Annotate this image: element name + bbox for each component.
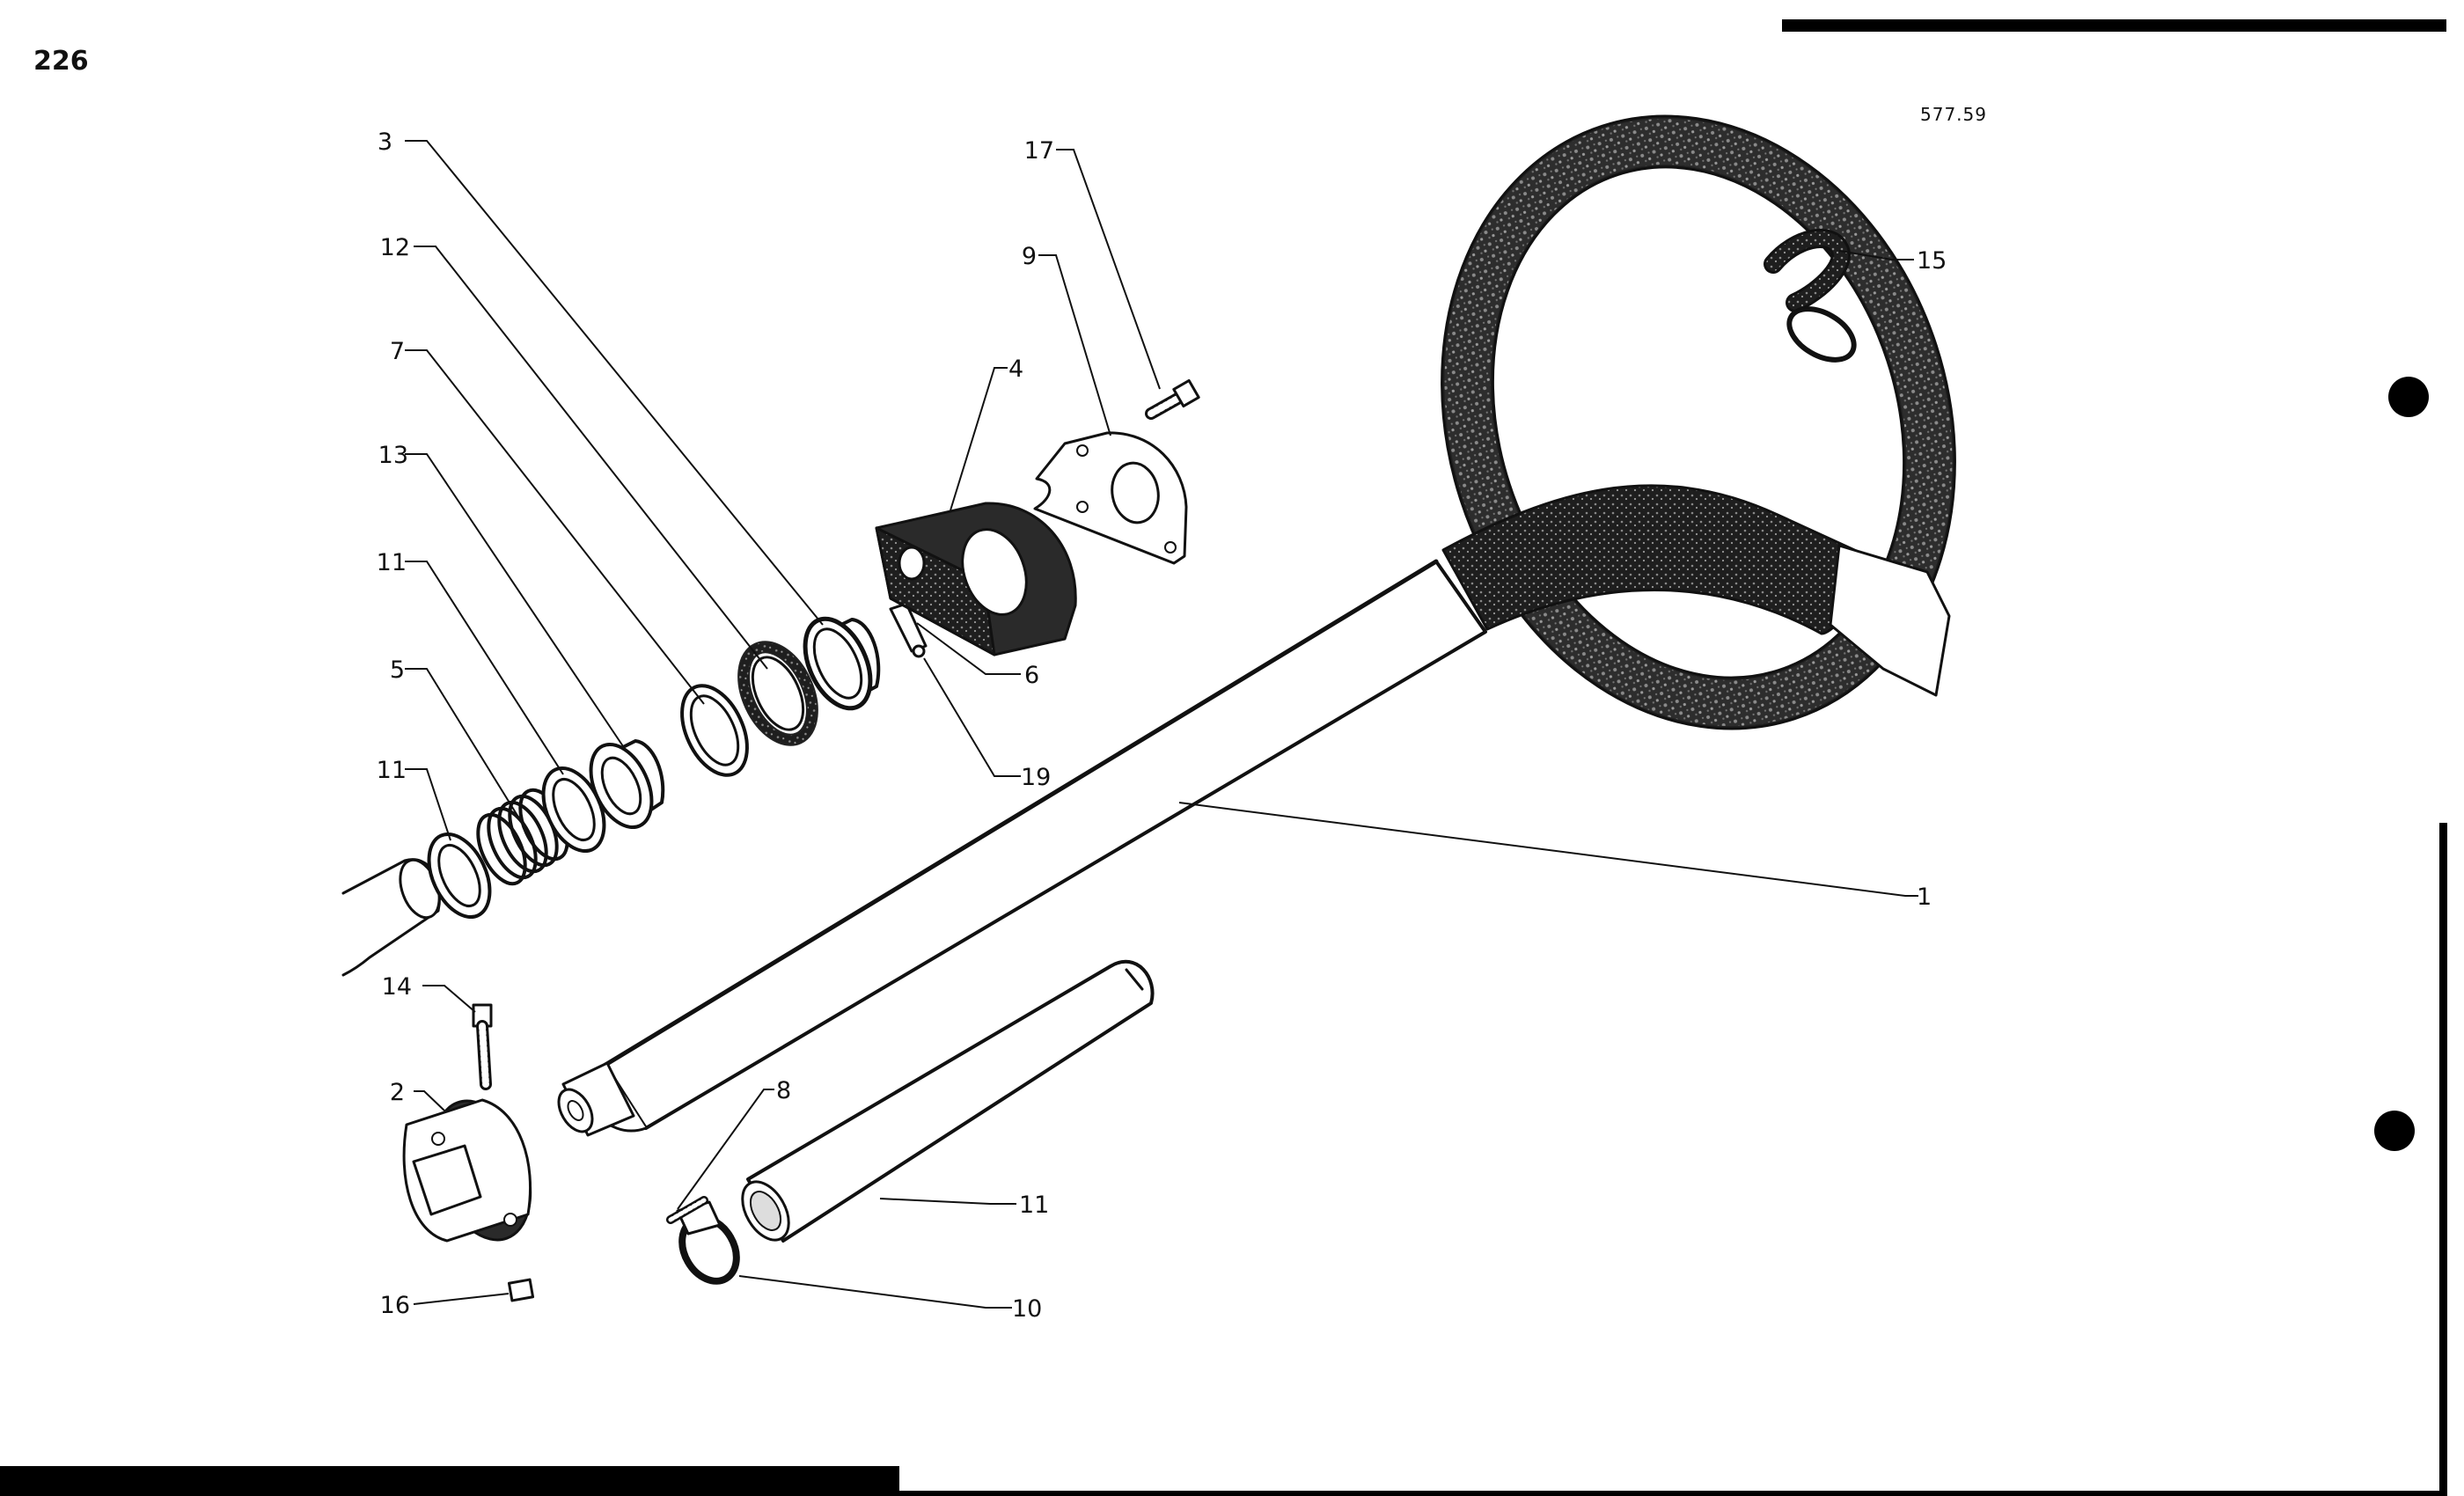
steering-wheel-rim <box>1441 114 1956 730</box>
callout-labels: 3 12 7 13 11 5 11 14 2 16 8 4 9 17 6 19 … <box>377 128 1947 1323</box>
top-edge-bar <box>1782 19 2446 32</box>
nut-17 <box>507 1278 535 1302</box>
column-tube <box>741 959 1155 1243</box>
steering-wheel-spoke <box>1441 484 1951 697</box>
bolt-18 <box>1145 378 1200 420</box>
callout-11-upper: 11 <box>377 549 407 576</box>
washer-11-lower <box>427 832 492 920</box>
drawing-reference-code: 577.59 <box>1920 104 1987 125</box>
bearing-housing-4 <box>875 502 1077 656</box>
washer-11-upper <box>541 766 606 854</box>
bottom-edge-bar-thin <box>899 1491 2439 1496</box>
bottom-edge-bar-thick <box>0 1466 899 1496</box>
callout-13: 12 <box>380 234 410 261</box>
callout-1: 1 <box>1917 884 1932 911</box>
callout-5: 5 <box>390 656 405 684</box>
callout-2: 2 <box>390 1079 405 1106</box>
callout-6: 6 <box>1024 662 1039 689</box>
clamp-screw-8 <box>666 1196 708 1224</box>
coil-spring-5 <box>476 788 569 886</box>
bushing-14 <box>589 739 665 830</box>
callout-17: 16 <box>380 1292 410 1319</box>
callout-4: 4 <box>1008 356 1023 383</box>
callout-7: 7 <box>390 338 405 365</box>
ring-7 <box>680 684 749 777</box>
callout-10: 10 <box>1012 1295 1042 1323</box>
callout-8: 8 <box>776 1077 791 1104</box>
steering-column-shaft <box>557 559 1487 1137</box>
binder-hole-top <box>2388 377 2429 417</box>
page-number: 226 <box>33 46 89 77</box>
binder-hole-bottom <box>2374 1111 2415 1151</box>
callout-9: 9 <box>1022 243 1037 270</box>
bearing-ring-13 <box>737 641 818 746</box>
leader-lines <box>405 140 1918 1309</box>
bolt-15 <box>472 1003 493 1090</box>
callout-14: 13 <box>378 442 408 469</box>
mounting-plate-9 <box>1033 431 1188 565</box>
callout-16: 15 <box>1917 247 1947 275</box>
callout-18: 17 <box>1024 137 1054 165</box>
callout-12: 11 <box>1019 1192 1049 1219</box>
bearing-cup-3 <box>803 616 881 711</box>
callout-19: 19 <box>1021 764 1051 791</box>
flange-joint-2 <box>402 1098 532 1243</box>
right-edge-bar <box>2439 823 2447 1496</box>
callout-11-lower: 11 <box>377 757 407 784</box>
callout-15: 14 <box>382 973 412 1001</box>
horn-clip-16 <box>1764 229 1857 363</box>
ball-19 <box>912 644 926 658</box>
callout-3: 3 <box>378 128 392 156</box>
